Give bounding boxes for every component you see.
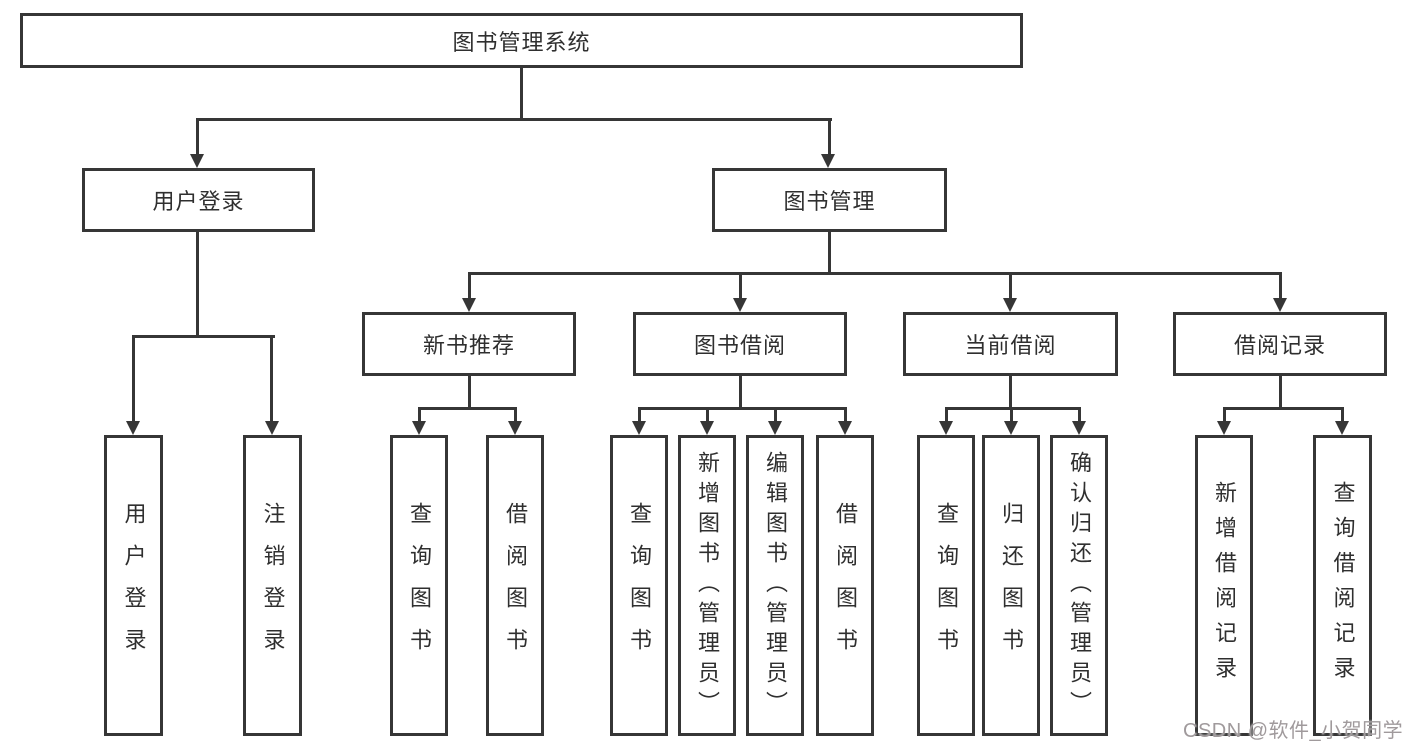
leaf-borrow-edit-books-admin-label: 编辑图书（管理员） [763, 450, 788, 721]
connector-line [945, 407, 1081, 410]
leaf-user-login-label: 用户登录 [121, 501, 147, 670]
connector-line [1279, 374, 1282, 410]
connector-line [1009, 272, 1012, 300]
leaf-records-add-borrow-record: 新增借阅记录 [1195, 435, 1253, 736]
arrowhead-down-icon [1003, 298, 1017, 312]
arrowhead-down-icon [733, 298, 747, 312]
leaf-borrow-add-books-admin-label: 新增图书（管理员） [695, 450, 720, 721]
connector-line [196, 118, 199, 156]
leaf-borrow-borrow-books: 借阅图书 [816, 435, 874, 736]
connector-line [468, 374, 471, 410]
leaf-records-query-borrow-record: 查询借阅记录 [1313, 435, 1372, 736]
connector-line [774, 407, 777, 423]
connector-line [828, 230, 831, 275]
node-root-system: 图书管理系统 [20, 13, 1023, 68]
leaf-user-login: 用户登录 [104, 435, 163, 736]
connector-line [1279, 272, 1282, 300]
connector-line [196, 118, 832, 121]
connector-line [828, 118, 831, 156]
arrowhead-down-icon [1072, 421, 1086, 435]
node-root-system-label: 图书管理系统 [452, 29, 591, 55]
arrowhead-down-icon [126, 421, 140, 435]
connector-line [844, 407, 847, 423]
leaf-current-return-books-label: 归还图书 [999, 501, 1024, 670]
arrowhead-down-icon [1273, 298, 1287, 312]
arrowhead-down-icon [939, 421, 953, 435]
leaf-newbook-borrow-books: 借阅图书 [486, 435, 544, 736]
node-current-borrow: 当前借阅 [903, 312, 1118, 376]
leaf-newbook-borrow-books-label: 借阅图书 [503, 501, 528, 670]
leaf-current-confirm-return-admin-label: 确认归还（管理员） [1067, 450, 1092, 721]
leaf-current-query-books: 查询图书 [917, 435, 975, 736]
leaf-current-query-books-label: 查询图书 [934, 501, 959, 670]
leaf-borrow-edit-books-admin: 编辑图书（管理员） [746, 435, 804, 736]
connector-line [638, 407, 847, 410]
leaf-borrow-add-books-admin: 新增图书（管理员） [678, 435, 736, 736]
connector-line [739, 374, 742, 410]
leaf-newbook-query-books: 查询图书 [390, 435, 448, 736]
connector-line [1078, 407, 1081, 423]
node-book-borrow-label: 图书借阅 [693, 333, 786, 358]
leaf-current-confirm-return-admin: 确认归还（管理员） [1050, 435, 1108, 736]
connector-line [1223, 407, 1226, 423]
node-borrow-records: 借阅记录 [1173, 312, 1387, 376]
connector-line [514, 407, 517, 423]
arrowhead-down-icon [1217, 421, 1231, 435]
connector-line [468, 272, 1282, 275]
arrowhead-down-icon [700, 421, 714, 435]
arrowhead-down-icon [838, 421, 852, 435]
arrowhead-down-icon [462, 298, 476, 312]
arrowhead-down-icon [265, 421, 279, 435]
arrowhead-down-icon [768, 421, 782, 435]
connector-line [706, 407, 709, 423]
arrowhead-down-icon [190, 154, 204, 168]
arrowhead-down-icon [412, 421, 426, 435]
connector-line [1341, 407, 1344, 423]
connector-line [520, 66, 523, 120]
arrowhead-down-icon [632, 421, 646, 435]
node-book-borrow: 图书借阅 [633, 312, 847, 376]
arrowhead-down-icon [508, 421, 522, 435]
csdn-watermark: CSDN @软件_小贺同学 [1183, 720, 1404, 742]
connector-line [1223, 407, 1344, 410]
arrowhead-down-icon [1004, 421, 1018, 435]
connector-line [1009, 374, 1012, 410]
connector-line [739, 272, 742, 300]
connector-line [1010, 407, 1013, 423]
leaf-logout: 注销登录 [243, 435, 302, 736]
connector-line [638, 407, 641, 423]
node-book-management-branch: 图书管理 [712, 168, 947, 232]
connector-line [468, 272, 471, 300]
connector-line [270, 335, 273, 423]
node-new-book-recommend-label: 新书推荐 [422, 333, 515, 358]
leaf-newbook-query-books-label: 查询图书 [407, 501, 432, 670]
leaf-records-query-borrow-record-label: 查询借阅记录 [1330, 480, 1356, 691]
leaf-current-return-books: 归还图书 [982, 435, 1040, 736]
connector-line [418, 407, 517, 410]
connector-line [132, 335, 135, 423]
arrowhead-down-icon [821, 154, 835, 168]
arrowhead-down-icon [1335, 421, 1349, 435]
node-user-login-branch-label: 用户登录 [152, 189, 245, 214]
connector-line [132, 335, 275, 338]
leaf-borrow-query-books-label: 查询图书 [627, 501, 652, 670]
leaf-borrow-borrow-books-label: 借阅图书 [833, 501, 858, 670]
leaf-records-add-borrow-record-label: 新增借阅记录 [1212, 480, 1237, 691]
node-book-management-branch-label: 图书管理 [783, 189, 876, 214]
node-new-book-recommend: 新书推荐 [362, 312, 576, 376]
leaf-logout-label: 注销登录 [260, 501, 286, 670]
leaf-borrow-query-books: 查询图书 [610, 435, 668, 736]
node-borrow-records-label: 借阅记录 [1233, 333, 1326, 358]
node-current-borrow-label: 当前借阅 [964, 333, 1057, 358]
node-user-login-branch: 用户登录 [82, 168, 315, 232]
connector-line [945, 407, 948, 423]
connector-line [418, 407, 421, 423]
connector-line [196, 230, 199, 338]
